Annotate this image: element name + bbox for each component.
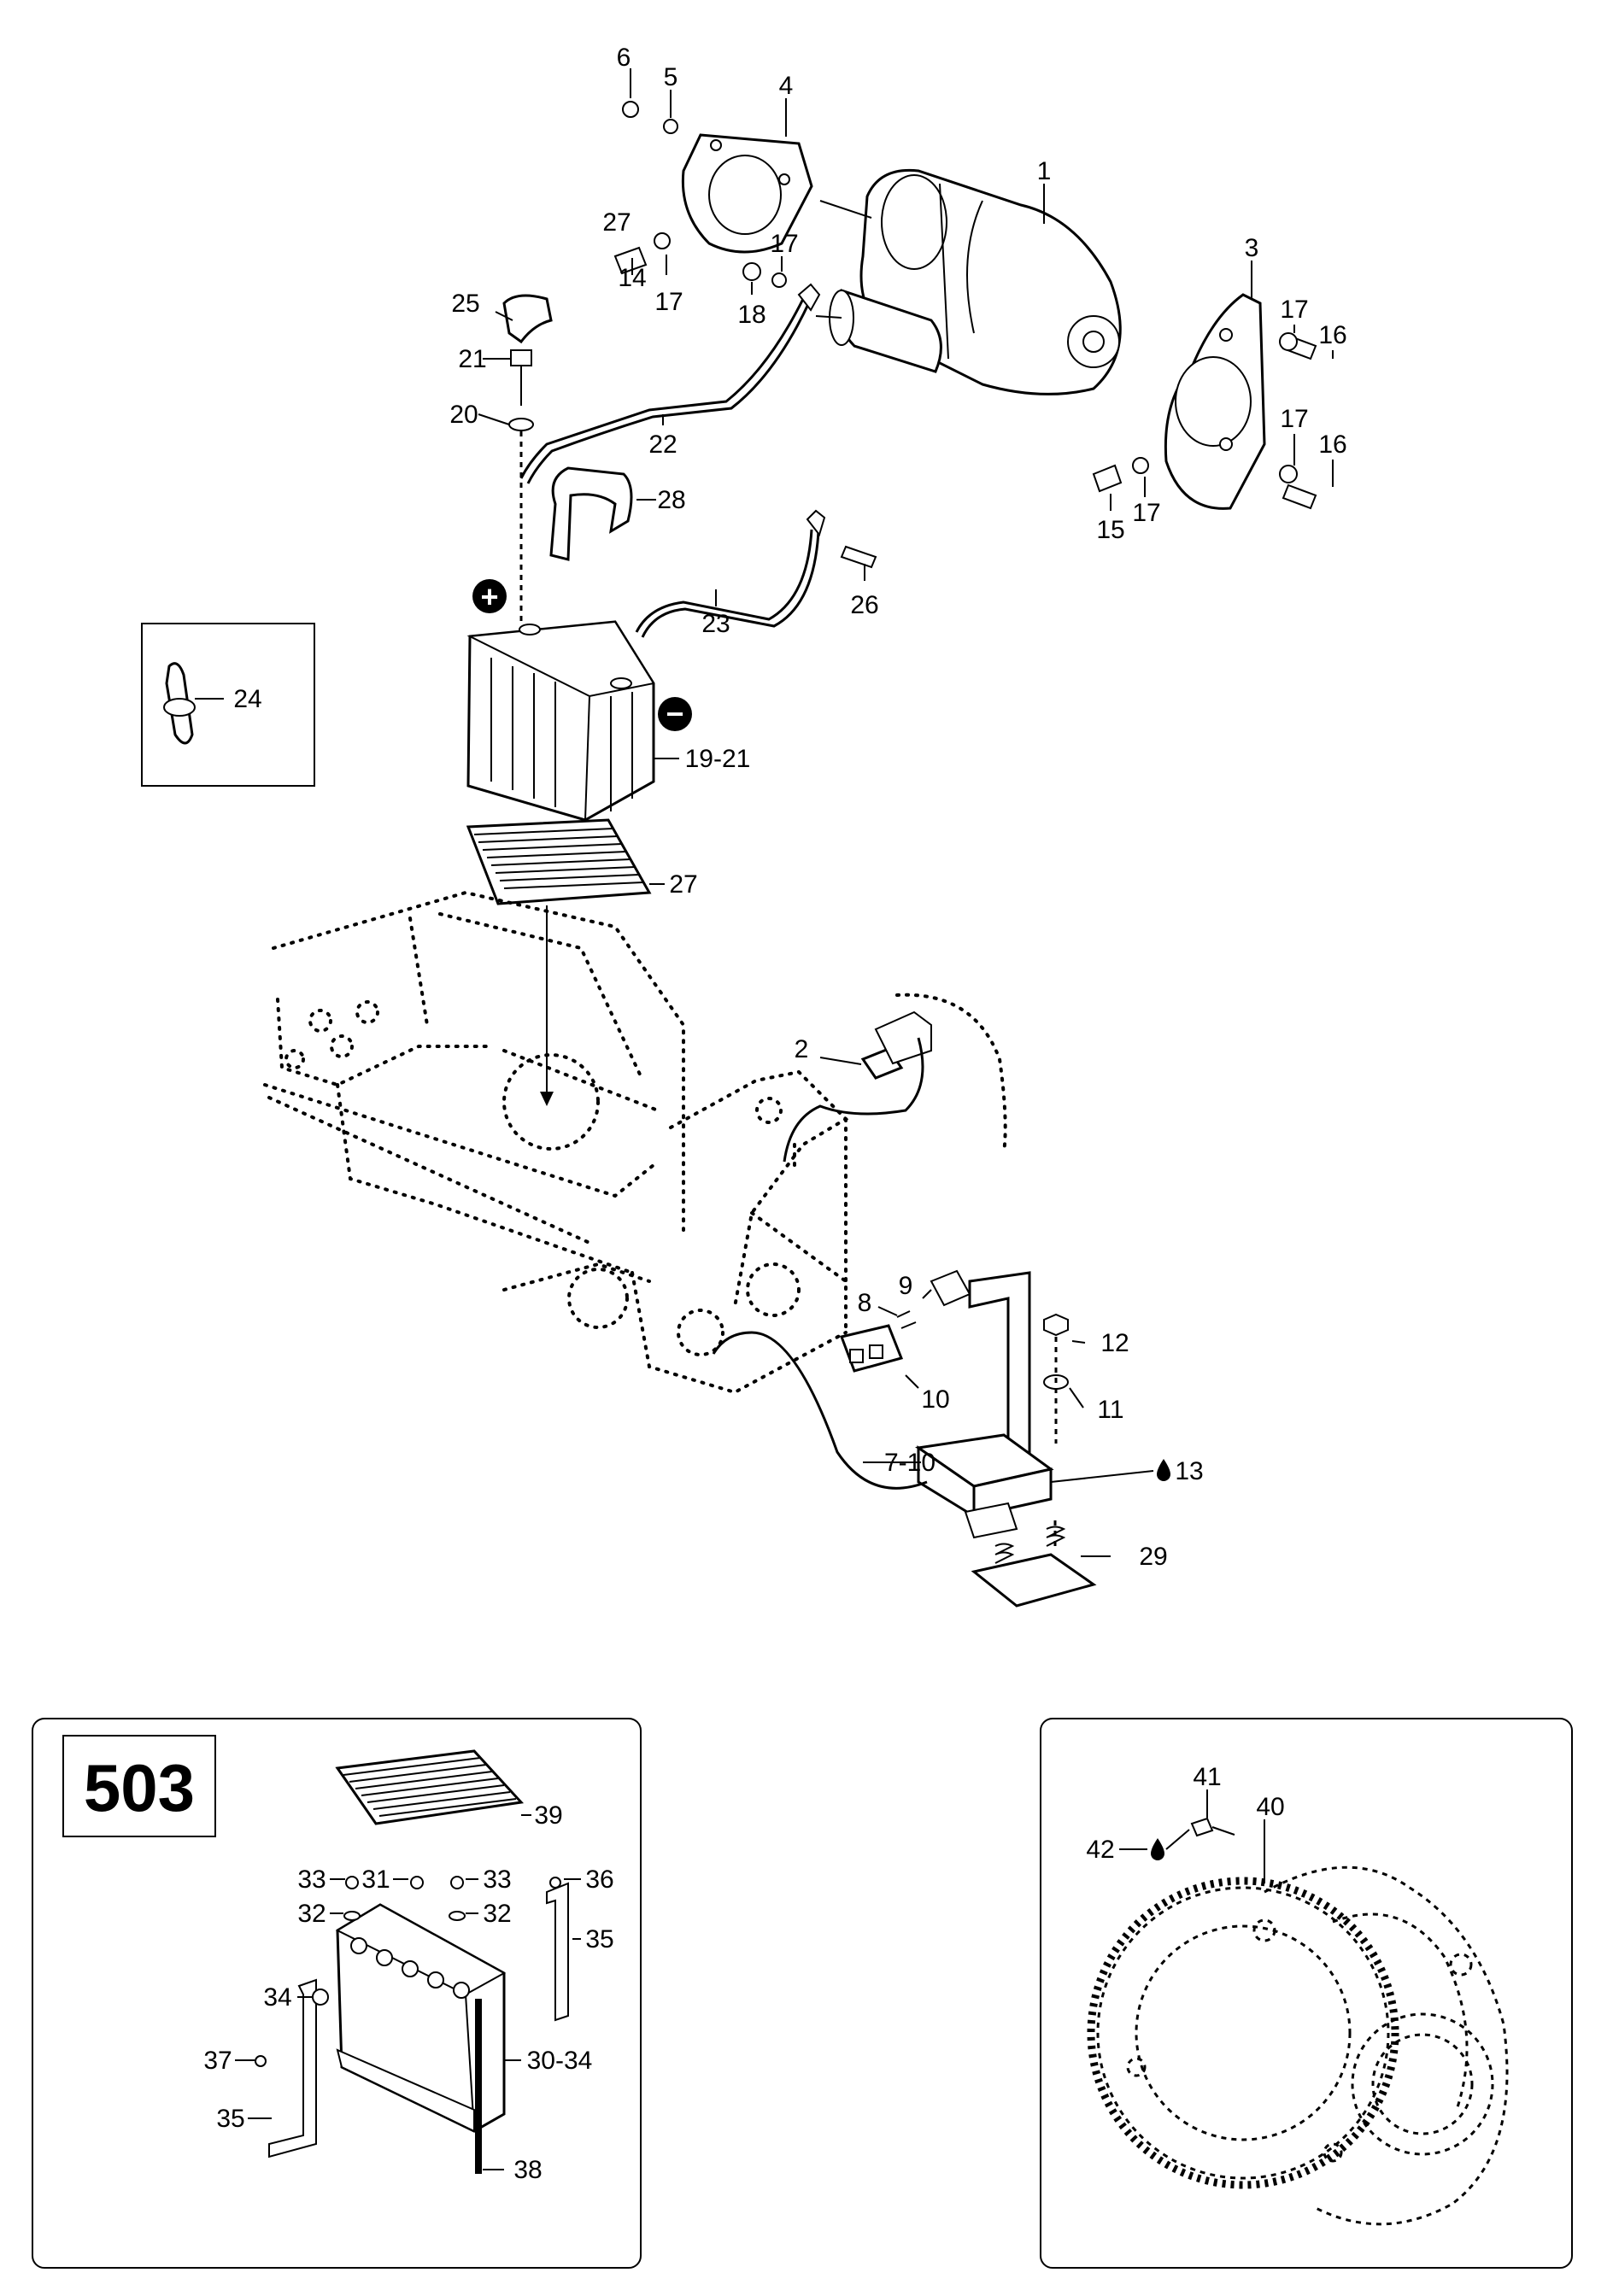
cable-tie-box: [141, 623, 315, 787]
callout-7-10: 7-10: [884, 1449, 936, 1477]
callout-40: 40: [1256, 1793, 1284, 1821]
callout-31: 31: [361, 1866, 390, 1894]
ring-gear-bolt-41: [1190, 1817, 1214, 1837]
ring-gear-panel: [1040, 1718, 1573, 2269]
callout-16b: 16: [1318, 430, 1346, 459]
callout-29: 29: [1139, 1543, 1167, 1571]
callout-1: 1: [1037, 157, 1052, 185]
svg-text:+: +: [480, 579, 498, 614]
ring-gear-40: [1096, 1886, 1390, 2180]
callout-9: 9: [899, 1272, 913, 1300]
regulator-7-10: [712, 1269, 1054, 1539]
callout-34: 34: [263, 1983, 291, 2012]
vehicle-frame: [263, 890, 1007, 1395]
callout-22: 22: [648, 430, 677, 459]
callout-12: 12: [1100, 1329, 1129, 1357]
callout-11: 11: [1097, 1396, 1123, 1424]
callout-28: 28: [657, 486, 685, 514]
callout-14: 14: [618, 264, 646, 292]
cable-22: [519, 298, 805, 479]
callout-33a: 33: [297, 1866, 326, 1894]
fuse-holder: [874, 1010, 932, 1065]
callout-20: 20: [449, 401, 478, 429]
callout-13: 13: [1175, 1457, 1203, 1485]
callout-21: 21: [458, 345, 486, 373]
callout-39: 39: [534, 1801, 562, 1830]
callout-23: 23: [701, 610, 730, 638]
callout-42: 42: [1086, 1836, 1114, 1864]
callout-10: 10: [921, 1385, 949, 1414]
callout-27-pad: 27: [669, 870, 697, 899]
battery-strap-28: [549, 466, 633, 561]
cable-23: [635, 529, 813, 633]
callout-17e: 17: [1132, 499, 1160, 527]
callout-19-21: 19-21: [685, 745, 751, 773]
callout-17c: 17: [1280, 296, 1308, 324]
callout-37: 37: [203, 2047, 232, 2075]
minus-terminal-icon: −: [658, 696, 692, 731]
nut-12: [1043, 1313, 1069, 1337]
callout-8: 8: [858, 1289, 872, 1317]
callout-17d: 17: [1280, 405, 1308, 433]
loctite-drop-icon-2: [1151, 1838, 1164, 1860]
callout-27-top: 27: [602, 208, 631, 237]
callout-30-34: 30-34: [527, 2047, 593, 2075]
plus-terminal-icon: +: [472, 579, 507, 614]
loctite-drop-icon: [1157, 1459, 1170, 1481]
ring-gear-callouts: 41 40 42: [1086, 1763, 1285, 1883]
callout-3: 3: [1245, 234, 1259, 262]
starter-assembly: [613, 101, 1317, 510]
callout-6: 6: [617, 44, 631, 72]
callout-15: 15: [1096, 516, 1124, 544]
callout-5: 5: [664, 63, 678, 91]
callout-16a: 16: [1318, 321, 1346, 349]
starter-motor-1: [815, 168, 1122, 395]
callout-35-left: 35: [216, 2105, 244, 2133]
callout-2: 2: [795, 1035, 809, 1063]
callout-4: 4: [779, 72, 794, 100]
callout-24: 24: [233, 685, 261, 713]
mount-plate-29: [971, 1553, 1097, 1608]
battery-19-21: [466, 620, 655, 822]
callout-38: 38: [513, 2156, 542, 2184]
callout-33b: 33: [483, 1866, 511, 1894]
main-callouts: 6 5 4 1 3 27 14 17 18 17 17 16 17 16 15 …: [195, 44, 1347, 1571]
callout-36: 36: [585, 1866, 613, 1894]
callout-18: 18: [737, 301, 765, 329]
svg-text:−: −: [666, 696, 683, 731]
callout-32b: 32: [483, 1900, 511, 1928]
callout-17a: 17: [654, 288, 683, 316]
callout-41: 41: [1193, 1763, 1221, 1791]
callout-32a: 32: [297, 1900, 326, 1928]
model-label-503: 503: [84, 1750, 195, 1825]
callout-35-right: 35: [585, 1925, 613, 1953]
inset-503-callouts: 39 33 31 33 36 32 32 35 34 37 30-34 35 3…: [203, 1801, 613, 2184]
terminal-boot-25: [502, 294, 553, 344]
inset-503-panel: 503: [32, 1718, 642, 2269]
callout-25: 25: [451, 290, 479, 318]
callout-26: 26: [850, 591, 878, 619]
callout-17b: 17: [770, 230, 798, 258]
